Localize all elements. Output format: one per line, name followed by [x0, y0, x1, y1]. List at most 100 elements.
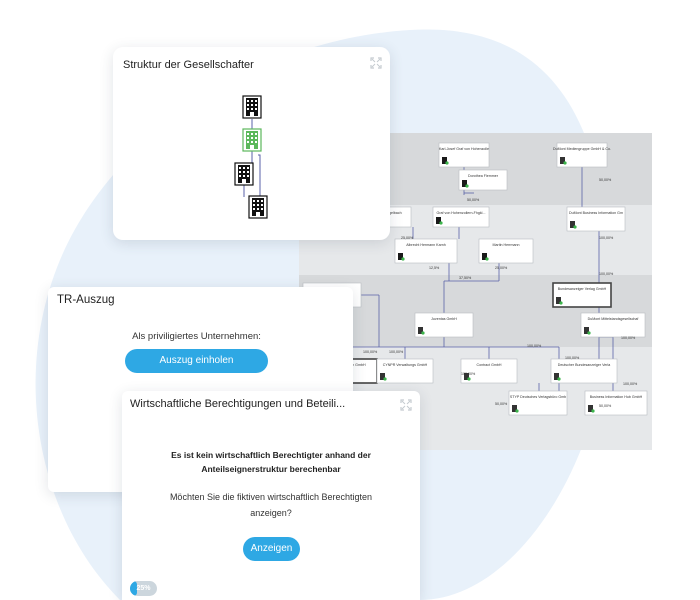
- org-node[interactable]: DuMont Mediengruppe GmbH & Co.: [553, 142, 611, 168]
- ownership-percentage: 50,00%: [599, 404, 612, 408]
- org-node-label: DuMont Business Information Gm: [569, 211, 623, 215]
- building-icon: [242, 95, 262, 119]
- person-icon: [482, 253, 487, 260]
- org-node-label: Dorothea Flemmer: [468, 174, 499, 178]
- building-icon: [584, 327, 589, 334]
- tr-auszug-title: TR-Auszug: [57, 294, 115, 306]
- status-dot: [559, 301, 563, 305]
- ownership-percentage: 100,00%: [389, 350, 404, 354]
- org-node-box: [458, 169, 508, 191]
- status-dot: [563, 161, 567, 165]
- ownership-percentage: 100,00%: [623, 382, 638, 386]
- expand-icon[interactable]: [370, 57, 382, 69]
- building-icon: [588, 405, 593, 412]
- wirtschaftliche-berechtigungen-card: Wirtschaftliche Berechtigungen und Betei…: [122, 391, 420, 600]
- expand-icon[interactable]: [400, 399, 412, 411]
- building-icon: [570, 221, 575, 228]
- tr-auszug-subtitle: Als priviligiertes Unternehmen:: [132, 331, 261, 342]
- building-icon: [234, 162, 254, 186]
- org-node[interactable]: Deutscher Bundesanzeiger Verla: [550, 358, 618, 384]
- ownership-percentage: 100,00%: [527, 344, 542, 348]
- building-icon: [512, 405, 517, 412]
- org-node[interactable]: Karl-Josef Graf von Hohenzolle: [438, 142, 490, 168]
- auszug-einholen-button[interactable]: Auszug einholen: [125, 349, 268, 373]
- org-node-box: [550, 358, 618, 384]
- ownership-percentage: 100,00%: [363, 350, 378, 354]
- org-node[interactable]: Bundesanzeiger Verlag GmbH: [552, 282, 612, 308]
- org-node-label: DuMont Mediengruppe GmbH & Co.: [553, 147, 611, 151]
- person-icon: [462, 180, 467, 187]
- ownership-percentage: 25,00%: [401, 236, 414, 240]
- status-dot: [485, 257, 489, 261]
- org-node-label: CYNPR Verwaltungs GmbH: [383, 363, 428, 367]
- org-node-box: [584, 390, 648, 416]
- status-dot: [587, 331, 591, 335]
- question-line: Möchten Sie die fiktiven wirtschaftlich …: [169, 492, 373, 502]
- building-icon: [556, 297, 561, 304]
- struktur-diagram: [234, 95, 268, 219]
- org-node[interactable]: DuMont Business Information Gm: [566, 206, 626, 232]
- person-icon: [442, 157, 447, 164]
- progress-label: 25%: [136, 585, 151, 592]
- ownership-percentage: 100,00%: [599, 272, 614, 276]
- status-dot: [465, 184, 469, 188]
- ownership-percentage: 50,00%: [495, 402, 508, 406]
- building-icon: [554, 373, 559, 380]
- org-node[interactable]: Graf von Hohenzollern-Fhgkl...: [432, 206, 490, 228]
- status-dot: [401, 257, 405, 261]
- building-icon: [418, 327, 423, 334]
- org-node-box: [552, 282, 612, 308]
- org-node-label: Contract GmbH: [477, 363, 502, 367]
- org-node-label: Deutscher Bundesanzeiger Verla: [558, 363, 611, 367]
- building-icon-highlight: [242, 128, 262, 152]
- org-node-label: STYP Deutsches Verlagsbüro Gmb: [510, 395, 566, 399]
- org-node[interactable]: Contract GmbH: [460, 358, 518, 384]
- status-dot: [467, 377, 471, 381]
- org-node[interactable]: STYP Deutsches Verlagsbüro Gmb: [508, 390, 568, 416]
- org-node[interactable]: Martin Herrmann: [478, 238, 534, 264]
- ownership-percentage: 50,00%: [467, 198, 480, 202]
- fictive-question: Möchten Sie die fiktiven wirtschaftlich …: [122, 489, 420, 521]
- status-dot: [439, 221, 443, 225]
- building-icon: [248, 195, 268, 219]
- question-line: anzeigen?: [250, 508, 292, 518]
- message-line: Anteilseignerstruktur berechenbar: [201, 464, 341, 474]
- ownership-percentage: 100,00%: [621, 336, 636, 340]
- org-node-box: [394, 238, 458, 264]
- org-node[interactable]: Albrecht Hermann Karnh: [394, 238, 458, 264]
- status-dot: [421, 331, 425, 335]
- org-node-box: [566, 206, 626, 232]
- org-node[interactable]: Business Information Hub GmbH: [584, 390, 648, 416]
- org-node-label: Bundesanzeiger Verlag GmbH: [558, 287, 607, 291]
- ownership-percentage: 100,00%: [599, 236, 614, 240]
- status-dot: [515, 409, 519, 413]
- org-node-label: Juventas GmbH: [431, 317, 457, 321]
- status-dot: [573, 225, 577, 229]
- org-node[interactable]: Dorothea Flemmer: [458, 169, 508, 191]
- org-node[interactable]: DuMont Mittelstandsgesellschaf: [580, 312, 646, 338]
- org-node-label: Martin Herrmann: [493, 243, 520, 247]
- ownership-percentage: 100,00%: [461, 372, 476, 376]
- status-dot: [383, 377, 387, 381]
- person-icon: [436, 217, 441, 224]
- ownership-percentage: 50,00%: [599, 178, 612, 182]
- org-node[interactable]: Juventas GmbH: [414, 312, 474, 338]
- org-node-box: [432, 206, 490, 228]
- struktur-title: Struktur der Gesellschafter: [123, 59, 254, 71]
- person-icon: [398, 253, 403, 260]
- struktur-card: Struktur der Gesellschafter: [113, 47, 390, 240]
- building-icon: [560, 157, 565, 164]
- org-node-label: Business Information Hub GmbH: [590, 395, 643, 399]
- progress-badge: 25%: [130, 581, 157, 596]
- org-node-label: DuMont Mittelstandsgesellschaf: [588, 317, 639, 321]
- ownership-percentage: 25,00%: [495, 266, 508, 270]
- wirtschaftliche-title: Wirtschaftliche Berechtigungen und Betei…: [130, 398, 346, 410]
- ownership-percentage: 100,00%: [565, 356, 580, 360]
- org-node[interactable]: CYNPR Verwaltungs GmbH: [376, 358, 434, 384]
- org-node-box: [580, 312, 646, 338]
- ownership-percentage: 12,5%: [429, 266, 440, 270]
- building-icon: [380, 373, 385, 380]
- org-node-label: Karl-Josef Graf von Hohenzolle: [439, 147, 489, 151]
- status-dot: [557, 377, 561, 381]
- anzeigen-button[interactable]: Anzeigen: [243, 537, 300, 561]
